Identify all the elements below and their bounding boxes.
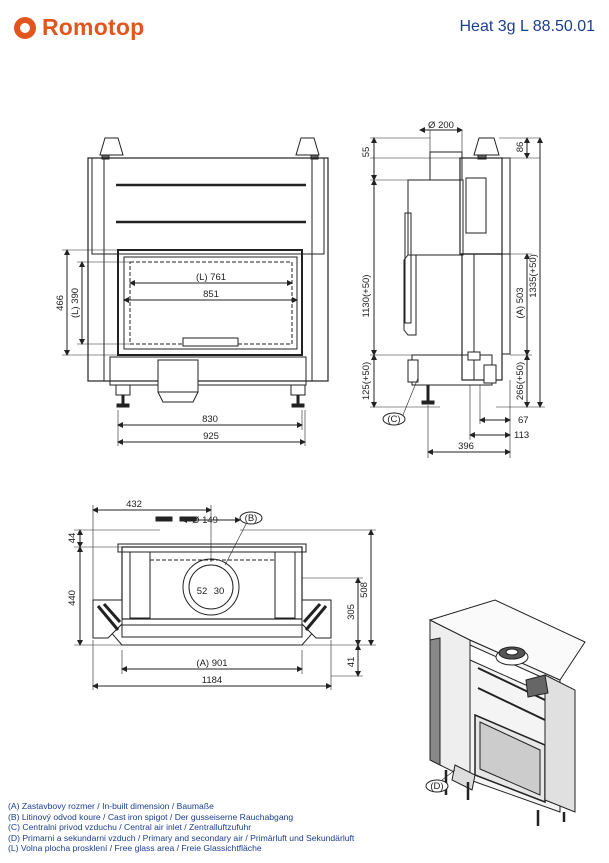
dim-h-125: 125(+50) (361, 362, 372, 400)
brand-name: Romotop (42, 14, 145, 40)
legend-item-b: (B) Litinový odvod koure / Cast iron spi… (8, 811, 294, 822)
model-title: Heat 3g L 88.50.01 (459, 18, 595, 35)
dim-height-390: (L) 390 (70, 288, 81, 318)
isometric-view (425, 599, 586, 826)
dim-w-1184: 1184 (202, 675, 222, 686)
side-view (370, 127, 545, 458)
dim-top-55: 55 (361, 147, 372, 158)
label-d: (D) (430, 781, 443, 792)
legend: (A) Zastavbovy rozmer / In-built dimensi… (8, 801, 354, 854)
dim-d-149: Ø 149 (192, 515, 218, 526)
dim-h-440: 440 (67, 590, 78, 606)
dim-h-305: 305 (346, 604, 357, 620)
legend-item-c: (C) Centralni privod vzduchu / Central a… (8, 822, 252, 833)
dim-inner-width: 851 (203, 289, 219, 300)
dim-height-466: 466 (55, 295, 66, 311)
label-c: (C) (387, 414, 400, 425)
dim-top-44: 44 (67, 533, 78, 544)
dim-h-503: (A) 503 (515, 287, 526, 318)
brand-logo: Romotop (14, 14, 144, 41)
dim-h-266: 266(+50) (515, 362, 526, 400)
air-52-label: 52 (197, 586, 208, 597)
romotop-logo-icon (14, 16, 36, 39)
legend-item-a: (A) Zastavbovy rozmer / In-built dimensi… (8, 801, 214, 811)
dim-d-113: 113 (514, 430, 529, 441)
air-30-label: 30 (214, 586, 225, 597)
dim-w-432: 432 (126, 499, 142, 510)
dim-d-67: 67 (518, 415, 529, 426)
legend-item-d: (D) Primarni a sekundarni vzduch / Prima… (8, 832, 355, 843)
dim-flue-diameter: Ø 200 (428, 120, 454, 131)
dim-d-396: 396 (458, 441, 474, 452)
dim-glass-width: (L) 761 (196, 272, 226, 283)
dim-total-width: 925 (203, 431, 219, 442)
dim-w-901: (A) 901 (196, 658, 227, 669)
legend-item-l: (L) Volna plocha prosklení / Free glass … (8, 843, 262, 854)
dim-base-width: 830 (202, 414, 218, 425)
dim-h-508: 508 (359, 582, 370, 598)
dim-h-1130: 1130(+50) (361, 275, 372, 318)
dim-top-86: 86 (515, 142, 526, 153)
dim-h-41: 41 (346, 657, 357, 668)
label-b: (B) (245, 513, 258, 524)
plan-view (74, 505, 376, 690)
front-view (62, 137, 329, 446)
dim-h-1335: 1335(+50) (528, 254, 539, 298)
